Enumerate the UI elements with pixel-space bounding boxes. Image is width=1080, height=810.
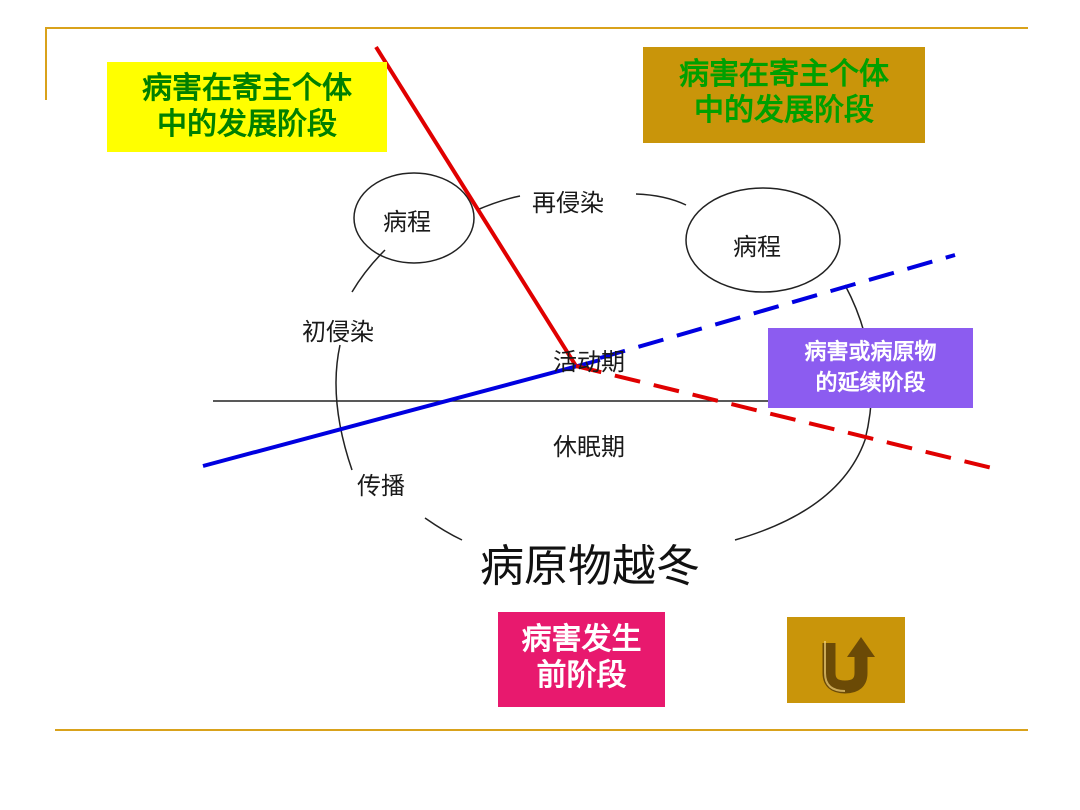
return-button[interactable] (787, 617, 905, 703)
stage-box-purple-line2: 的延续阶段 (815, 371, 926, 396)
red-dashed-line (575, 364, 1001, 472)
circle-right (685, 187, 841, 293)
reinfection-arc-left (476, 195, 521, 211)
reinfection-label: 再侵染 (532, 189, 604, 217)
arc-left-middle (335, 344, 353, 471)
stage-box-yellow-line2: 中的发展阶段 (157, 107, 337, 142)
arc-bottom-left (424, 517, 463, 541)
blue-dashed-line (599, 253, 956, 360)
stage-box-pink-line1: 病害发生 (521, 622, 642, 657)
circle-left-label: 病程 (383, 208, 431, 236)
stage-box-pink-line2: 前阶段 (536, 658, 627, 693)
overwintering-label: 病原物越冬 (480, 541, 700, 592)
reinfection-arc-right (635, 193, 687, 206)
stage-box-yellow-line1: 病害在寄主个体 (142, 71, 352, 106)
arc-right (734, 284, 873, 541)
arc-left-upper (351, 249, 386, 293)
spread-label: 传播 (357, 472, 405, 500)
stage-box-gold: 病害在寄主个体 中的发展阶段 (643, 47, 925, 143)
active-period-label: 活动期 (553, 348, 625, 376)
stage-box-yellow: 病害在寄主个体 中的发展阶段 (107, 62, 387, 152)
stage-box-pink: 病害发生 前阶段 (498, 612, 665, 707)
dormant-period-label: 休眠期 (553, 433, 625, 461)
primary-infection-label: 初侵染 (302, 318, 374, 346)
stage-box-purple-line1: 病害或病原物 (804, 340, 937, 365)
blue-solid-line (202, 358, 601, 468)
stage-box-purple: 病害或病原物 的延续阶段 (768, 328, 973, 408)
stage-box-gold-line1: 病害在寄主个体 (679, 57, 889, 92)
stage-box-gold-line2: 中的发展阶段 (694, 93, 874, 128)
u-turn-arrow-icon (822, 637, 875, 694)
red-solid-line (374, 45, 578, 368)
circle-right-label: 病程 (733, 233, 781, 261)
circle-left (353, 172, 475, 264)
